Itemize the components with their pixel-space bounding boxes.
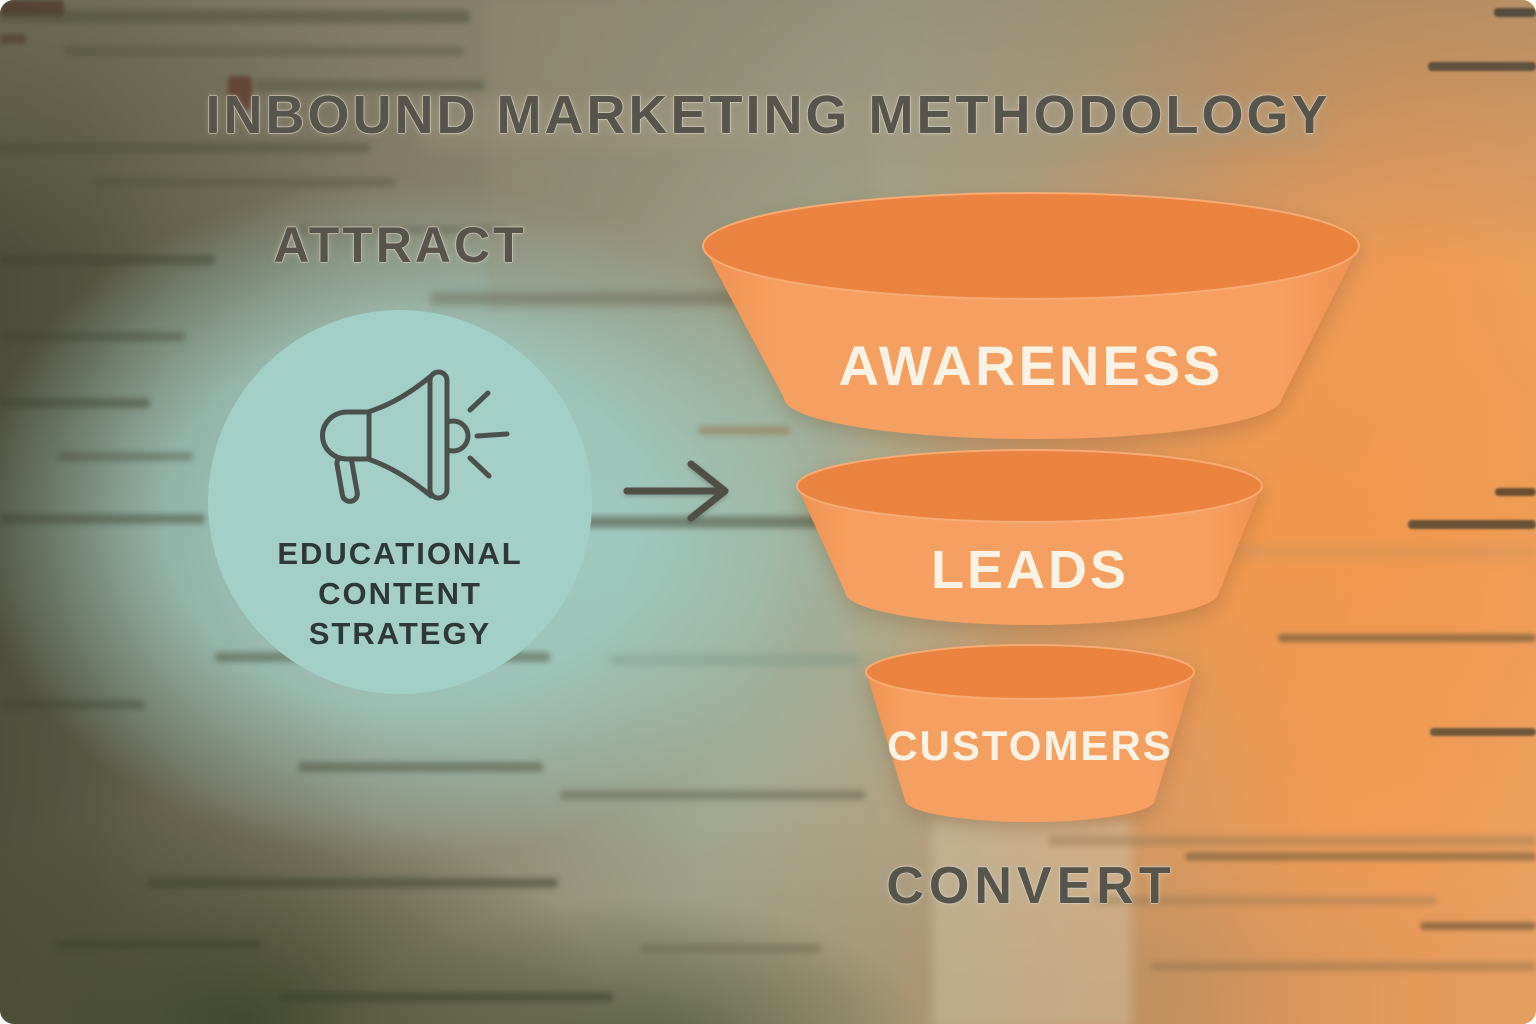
bg-streak xyxy=(610,655,860,665)
bg-streak xyxy=(95,178,395,187)
funnel-tier-leads-label: LEADS xyxy=(931,540,1129,600)
bg-streak xyxy=(0,0,64,16)
bg-streak xyxy=(1494,8,1536,17)
funnel-tier-leads: LEADS xyxy=(796,449,1263,625)
stage-label-attract: ATTRACT xyxy=(273,217,527,273)
bg-streak xyxy=(298,762,543,772)
bg-streak xyxy=(1420,922,1536,930)
funnel-tier-customers-opening xyxy=(865,644,1195,700)
funnel-tier-leads-body xyxy=(797,486,1262,625)
megaphone-icon xyxy=(320,369,510,504)
bg-streak xyxy=(1185,852,1536,861)
attract-bubble-line-3: STRATEGY xyxy=(308,616,492,651)
bg-streak xyxy=(56,940,261,949)
attract-bubble-line-1: EDUCATIONAL xyxy=(277,536,523,571)
bg-streak xyxy=(0,514,205,524)
bg-streak xyxy=(148,878,558,888)
bg-streak xyxy=(58,452,193,461)
funnel-tier-customers-label: CUSTOMERS xyxy=(887,722,1173,769)
bg-streak xyxy=(420,100,1320,148)
bg-streak xyxy=(0,34,26,44)
funnel-diagram: AWARENESS LEADS CUSTOMERS xyxy=(702,192,1360,822)
bg-streak xyxy=(0,255,215,265)
bg-streak xyxy=(640,944,820,953)
attract-bubble: EDUCATIONAL CONTENT STRATEGY xyxy=(208,310,592,694)
bg-streak xyxy=(228,76,252,110)
bg-streak xyxy=(0,700,145,709)
bg-streak xyxy=(300,225,510,234)
funnel-tier-leads-opening xyxy=(796,449,1263,523)
bg-streak xyxy=(278,992,613,1002)
arrow-head xyxy=(687,460,729,522)
attract-bubble-line-2: CONTENT xyxy=(318,576,482,611)
bg-streak xyxy=(0,332,185,341)
bg-streak xyxy=(1180,545,1536,559)
funnel-tier-awareness-body xyxy=(703,246,1359,439)
megaphone-handle xyxy=(334,453,360,504)
megaphone-bell xyxy=(427,369,450,501)
bg-streak xyxy=(1430,728,1536,736)
funnel-tier-customers-body xyxy=(866,672,1194,822)
funnel-tier-awareness-opening xyxy=(702,192,1360,300)
bg-streak xyxy=(1048,836,1536,846)
attract-bubble-label: EDUCATIONAL CONTENT STRATEGY xyxy=(208,534,592,654)
bg-streak xyxy=(1428,62,1536,71)
megaphone-mouth xyxy=(320,409,372,462)
arrow-right-icon xyxy=(623,460,729,522)
bg-streak xyxy=(1408,520,1536,529)
bg-streak xyxy=(1150,962,1536,971)
bg-streak xyxy=(255,80,485,91)
bg-streak xyxy=(1096,896,1436,905)
bg-streak xyxy=(0,10,470,23)
background-light-band-bottom xyxy=(932,818,1132,1024)
bg-streak xyxy=(64,46,464,56)
funnel-tier-customers: CUSTOMERS xyxy=(865,644,1195,822)
page-title: INBOUND MARKETING METHODOLOGY xyxy=(205,85,1331,145)
bg-streak xyxy=(698,426,790,435)
funnel-tier-awareness-label: AWARENESS xyxy=(839,334,1224,397)
bg-streak xyxy=(520,516,835,528)
bg-streak xyxy=(0,143,370,153)
stage-label-convert: CONVERT xyxy=(886,857,1176,915)
bg-streak xyxy=(560,790,865,800)
bg-streak xyxy=(1495,488,1536,496)
funnel-tier-awareness: AWARENESS xyxy=(702,192,1360,439)
bg-streak xyxy=(1278,634,1536,642)
megaphone-sound-rays xyxy=(467,390,510,479)
megaphone-cone xyxy=(365,373,434,499)
bg-streak xyxy=(0,398,150,408)
